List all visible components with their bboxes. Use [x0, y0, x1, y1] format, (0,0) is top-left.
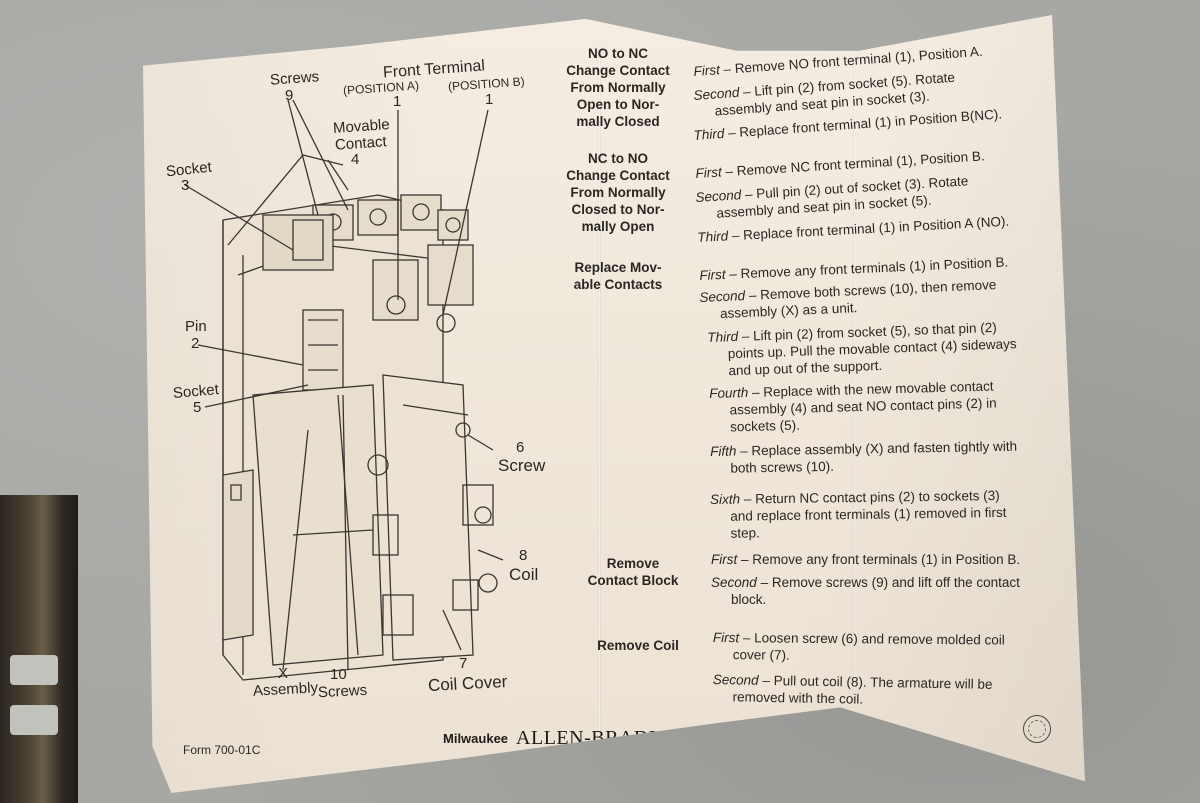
- heading-replace-movable-contacts: Replace Mov-able Contacts: [573, 260, 663, 292]
- label-screws-bottom: Screws: [317, 681, 368, 702]
- label-number-7: 7: [459, 655, 468, 672]
- metal-object: [0, 495, 78, 803]
- contactor-diagram: [184, 99, 504, 681]
- label-coil: Coil: [509, 565, 539, 584]
- step-fourth: Fourth – Replace with the new movable co…: [709, 378, 997, 435]
- label-x: X: [278, 665, 289, 682]
- step-second: Second – Remove screws (9) and lift off …: [711, 575, 1020, 607]
- label-number-1b: 1: [485, 91, 494, 108]
- paper-fold: [853, 65, 855, 705]
- step-sixth: Sixth – Return NC contact pins (2) to so…: [710, 487, 1007, 541]
- label-number-9: 9: [285, 87, 294, 104]
- step-third: Third – Lift pin (2) from socket (5), so…: [707, 319, 1017, 379]
- label-screw: Screw: [498, 456, 546, 475]
- label-number-6: 6: [516, 439, 525, 456]
- footer-city: Milwaukee: [443, 731, 509, 746]
- label-assembly: Assembly: [252, 679, 319, 700]
- step-first: First – Loosen screw (6) and remove mold…: [712, 629, 1005, 663]
- label-number-8: 8: [519, 547, 528, 564]
- instruction-sheet: Front Terminal (POSITION A) (POSITION B)…: [143, 15, 1085, 793]
- form-number: Form 700-01C: [183, 743, 261, 757]
- metal-slot: [10, 705, 58, 735]
- heading-remove-coil: Remove Coil: [597, 638, 679, 653]
- metal-slot: [10, 655, 58, 685]
- label-pin: Pin: [185, 318, 207, 335]
- label-number-10: 10: [330, 666, 347, 683]
- step-first: First – Remove any front terminals (1) i…: [711, 552, 1021, 567]
- label-number-1a: 1: [393, 93, 402, 110]
- label-number-2: 2: [191, 335, 200, 352]
- paper-fold: [598, 45, 601, 785]
- label-number-4: 4: [351, 151, 360, 168]
- step-fifth: Fifth – Replace assembly (X) and fasten …: [710, 438, 1018, 476]
- label-number-5: 5: [193, 399, 202, 416]
- label-number-3: 3: [181, 177, 190, 194]
- label-screws: Screws: [269, 68, 320, 89]
- step-second: Second – Pull out coil (8). The armature…: [712, 671, 993, 707]
- label-contact: Contact: [334, 133, 388, 154]
